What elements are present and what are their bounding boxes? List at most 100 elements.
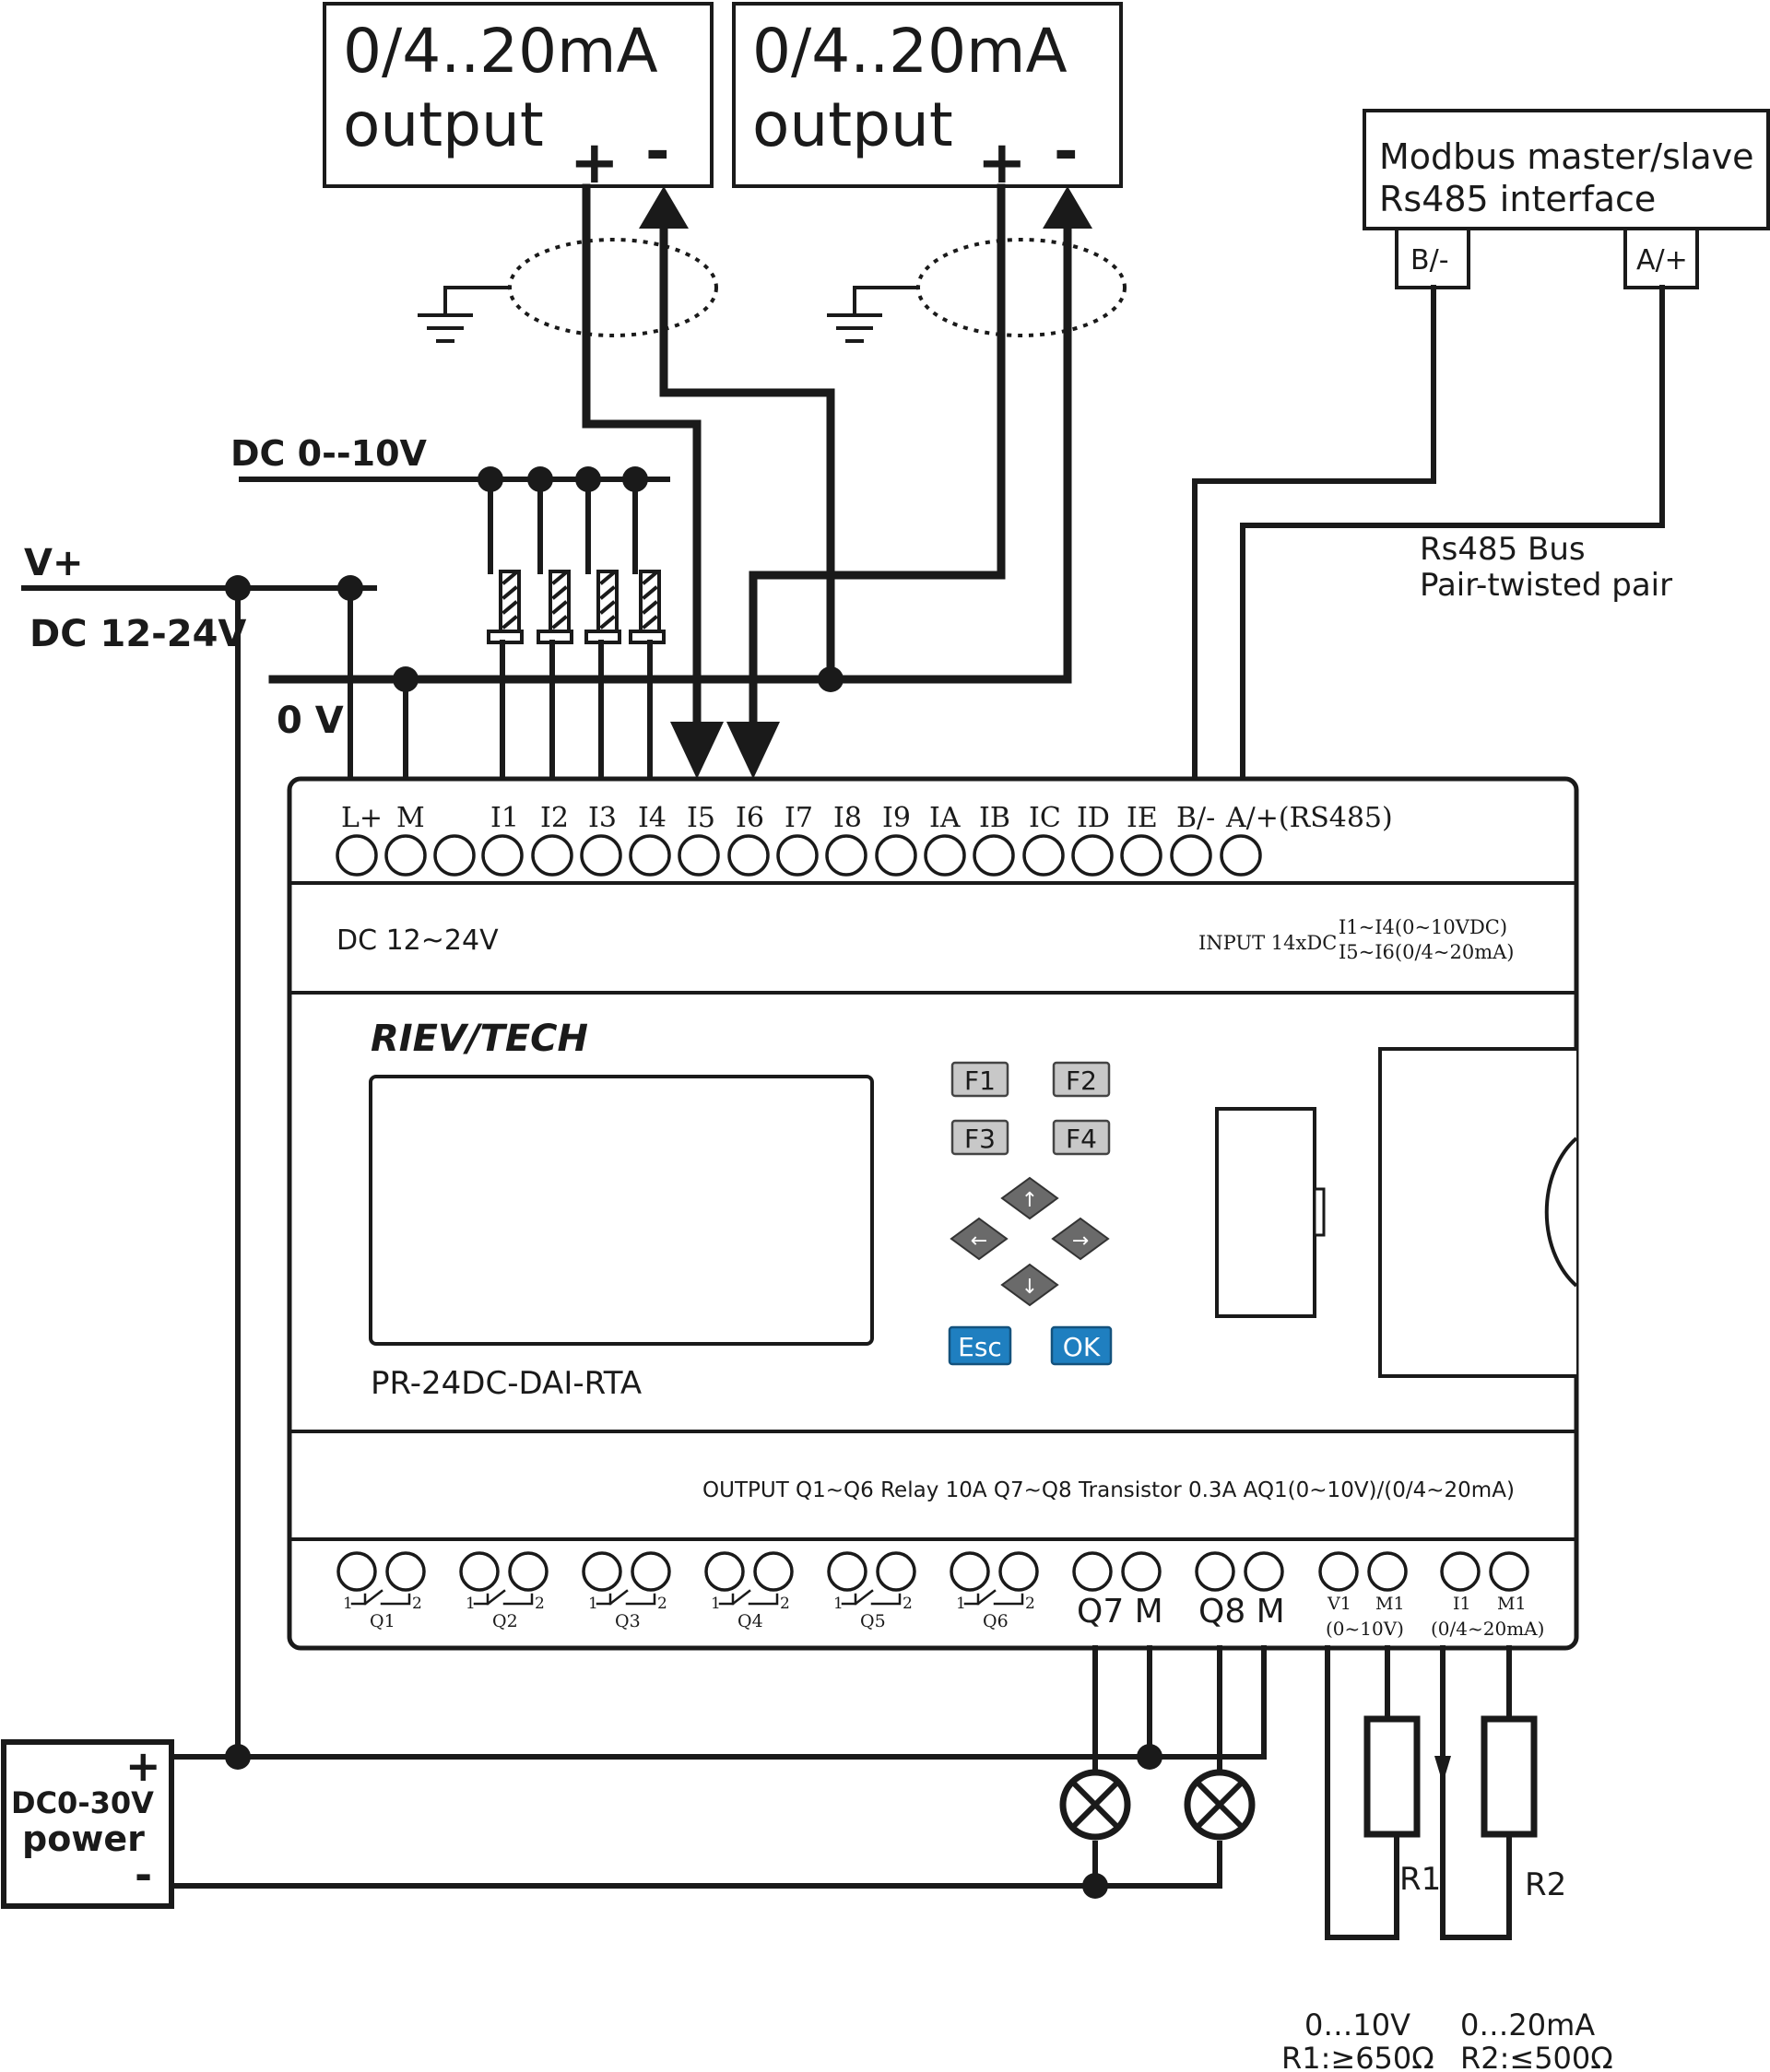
- terminal-label-ib: IB: [979, 802, 1010, 834]
- lcd-display: [369, 1075, 874, 1346]
- vplus-label: V+: [24, 542, 83, 584]
- cable-shield-1: [418, 238, 718, 343]
- load-wiring: [169, 1645, 1267, 1899]
- dc-power-box: + DC0-30V power -: [1, 1739, 174, 1909]
- v1-label: V1: [1327, 1594, 1351, 1614]
- output-2-wiring: [268, 183, 1092, 779]
- current-output-box-2: 0/4..20mA output + -: [732, 2, 1123, 197]
- terminal-m: [384, 834, 427, 877]
- terminal-label-ie: IE: [1127, 802, 1158, 834]
- expansion-port-cover: [1378, 1047, 1578, 1378]
- terminal-label-m: M: [396, 802, 425, 834]
- terminal-label-i9: I9: [882, 802, 911, 834]
- q3-pin1: 1: [588, 1595, 598, 1613]
- ok-key[interactable]: OK: [1050, 1325, 1113, 1366]
- power-line2: power: [22, 1819, 145, 1859]
- function-keys: F1 F2 F3 F4: [950, 1061, 1111, 1156]
- i-range-note: 0…20mA: [1460, 2007, 1595, 2043]
- q5-pin1: 1: [833, 1595, 844, 1613]
- q1-pin1: 1: [343, 1595, 353, 1613]
- right-arrow-key[interactable]: →: [1051, 1217, 1110, 1261]
- analog-loads: R1 R2 0…10V 0…20mA R1:≥650Ω R2:≤500Ω: [1281, 1645, 1613, 2072]
- arrow-keys: ↑ ← → ↓: [950, 1176, 1110, 1307]
- terminal-lplus: [336, 834, 378, 877]
- q6-label: Q6: [983, 1611, 1009, 1631]
- modbus-line1: Modbus master/slave: [1379, 136, 1754, 177]
- q2-pin2: 2: [535, 1595, 545, 1613]
- transistor-outputs: Q7 M Q8 M: [1072, 1551, 1285, 1631]
- terminal-label-a-rs485: A/+(RS485): [1225, 802, 1393, 834]
- rs485-bus-line1: Rs485 Bus: [1420, 531, 1586, 568]
- q1-pin2: 2: [412, 1595, 422, 1613]
- terminal-v1: [1318, 1551, 1359, 1592]
- i-range-label: (0/4~20mA): [1431, 1618, 1544, 1640]
- relay-outputs: 1 2 Q1 1 2 Q2 1 2 Q3: [336, 1551, 1039, 1631]
- lamp-q8-icon: [1184, 1769, 1256, 1841]
- input-terminal-labels: L+ M I1 I2 I3 I4 I5 I6 I7 I8 I9 IA IB IC…: [341, 802, 1393, 834]
- q3-pin2: 2: [657, 1595, 667, 1613]
- terminal-label-lplus: L+: [341, 802, 383, 834]
- terminal-label-i6: I6: [736, 802, 764, 834]
- terminal-i3: [580, 834, 622, 877]
- q6-pin2: 2: [1025, 1595, 1035, 1613]
- terminal-label-i8: I8: [833, 802, 862, 834]
- brand-logo: RIEV/TECH: [371, 1018, 588, 1060]
- terminal-ic: [1022, 834, 1065, 877]
- modbus-a-label: A/+: [1636, 244, 1688, 277]
- terminal-ie: [1120, 834, 1162, 877]
- potentiometer-4: [622, 466, 666, 782]
- current-output-2-line2: output: [752, 89, 953, 160]
- terminal-q8: [1195, 1551, 1235, 1592]
- f4-key[interactable]: F4: [1052, 1119, 1111, 1156]
- rs485-bus-line2: Pair-twisted pair: [1420, 567, 1672, 604]
- zero-v-label: 0 V: [277, 700, 344, 742]
- relay-output-q4: 1 2 Q4: [704, 1551, 794, 1631]
- up-arrow-key[interactable]: ↑: [1000, 1176, 1059, 1220]
- f3-key[interactable]: F3: [950, 1119, 1009, 1156]
- current-output-2-line1: 0/4..20mA: [752, 16, 1068, 87]
- i-m1-label: M1: [1497, 1594, 1527, 1614]
- resistor-r1: [1363, 1715, 1421, 1838]
- f2-key[interactable]: F2: [1052, 1061, 1111, 1098]
- q6-pin1: 1: [956, 1595, 966, 1613]
- f4-key-label: F4: [1066, 1124, 1097, 1154]
- modbus-b-label: B/-: [1410, 244, 1449, 277]
- terminal-label-i3: I3: [588, 802, 617, 834]
- modbus-line2: Rs485 interface: [1379, 179, 1656, 219]
- terminal-id: [1071, 834, 1114, 877]
- relay-output-q2: 1 2 Q2: [459, 1551, 549, 1631]
- potentiometers: [478, 466, 666, 782]
- r2-limit-note: R2:≤500Ω: [1460, 2041, 1613, 2072]
- power-plus-label: +: [125, 1741, 161, 1791]
- potentiometer-2: [527, 466, 573, 782]
- v-range-note: 0…10V: [1304, 2007, 1410, 2043]
- terminal-i9: [875, 834, 917, 877]
- r2-label: R2: [1525, 1866, 1566, 1903]
- power-minus-label: -: [135, 1850, 152, 1900]
- esc-key[interactable]: Esc: [948, 1325, 1012, 1366]
- current-output-1-minus: -: [645, 118, 670, 186]
- terminal-i1-out: [1440, 1551, 1481, 1592]
- down-arrow-key[interactable]: ↓: [1000, 1263, 1059, 1307]
- f1-key[interactable]: F1: [950, 1061, 1009, 1098]
- right-arrow-icon: →: [1072, 1230, 1089, 1253]
- resistor-r2: [1481, 1715, 1538, 1838]
- relay-output-q5: 1 2 Q5: [827, 1551, 916, 1631]
- q2-pin1: 1: [466, 1595, 476, 1613]
- q5-label: Q5: [860, 1611, 886, 1631]
- v-m1-label: M1: [1375, 1594, 1405, 1614]
- input-spec-line2: I5~I6(0/4~20mA): [1339, 941, 1515, 963]
- terminal-label-i1: I1: [490, 802, 519, 834]
- v-range-label: (0~10V): [1326, 1618, 1404, 1640]
- input-spec-main: INPUT 14xDC: [1198, 932, 1337, 954]
- terminal-i7: [776, 834, 819, 877]
- esc-key-label: Esc: [958, 1332, 1002, 1362]
- dc-voltage-label: DC 0--10V: [230, 433, 428, 474]
- left-arrow-key[interactable]: ←: [950, 1217, 1009, 1261]
- up-arrow-icon: ↑: [1021, 1189, 1038, 1212]
- terminal-blank: [433, 834, 476, 877]
- q4-pin2: 2: [780, 1595, 790, 1613]
- relay-output-q3: 1 2 Q3: [582, 1551, 671, 1631]
- potentiometer-3: [575, 466, 621, 782]
